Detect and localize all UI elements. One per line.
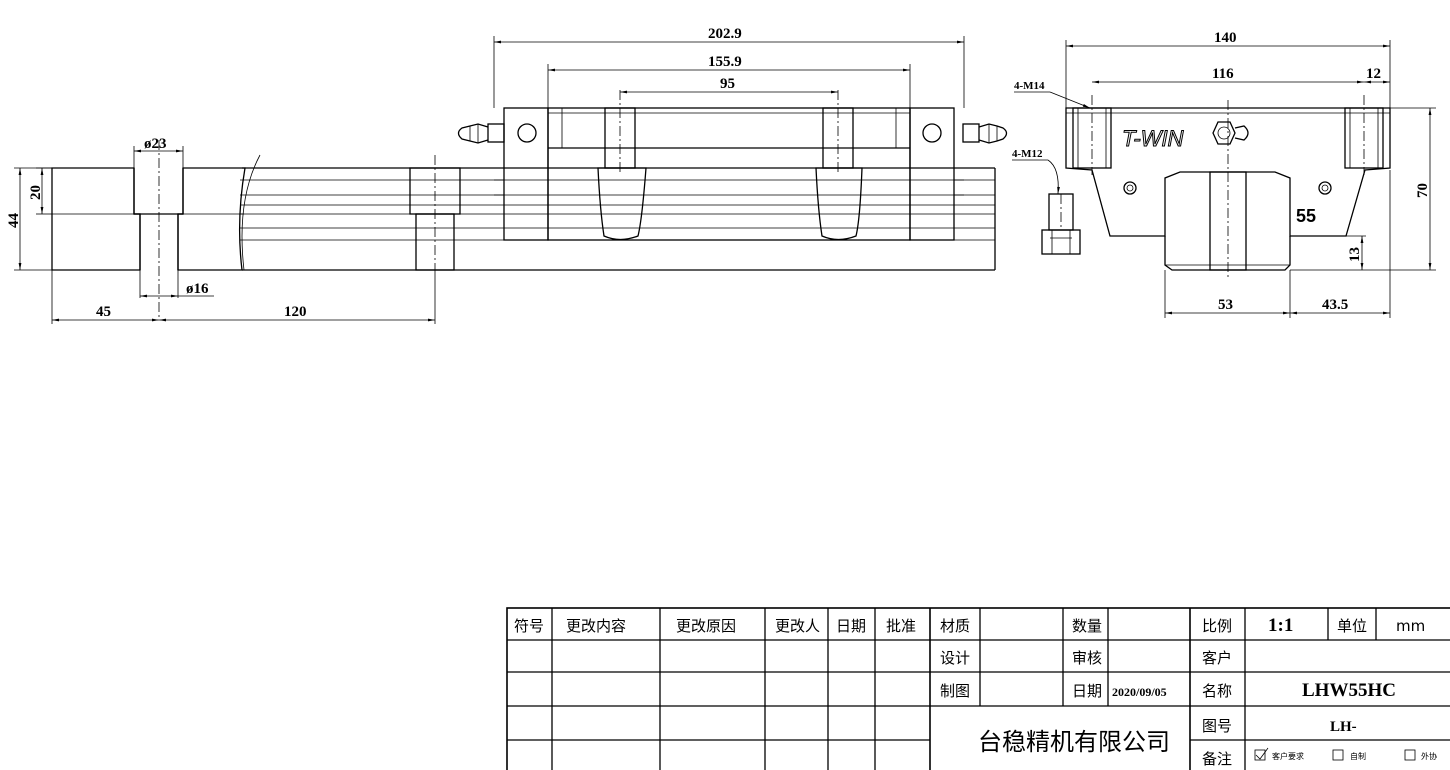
rev-header-date: 日期 bbox=[836, 617, 866, 635]
remark-opt-customer: 客户要求 bbox=[1272, 751, 1304, 761]
title-block: 符号 更改内容 更改原因 更改人 日期 批准 材质 数量 设计 审核 制图 日期… bbox=[506, 607, 1450, 770]
unit-label: 单位 bbox=[1337, 617, 1367, 635]
remark-checkbox-self bbox=[1332, 749, 1344, 761]
drawing-no-label: 图号 bbox=[1202, 717, 1232, 735]
callout-m12: 4-M12 bbox=[1012, 148, 1043, 160]
scale-label: 比例 bbox=[1202, 617, 1232, 635]
rev-header-symbol: 符号 bbox=[514, 617, 544, 635]
date-value: 2020/09/05 bbox=[1112, 685, 1167, 699]
design-label: 设计 bbox=[940, 649, 970, 667]
remark-opt-self: 自制 bbox=[1350, 751, 1366, 761]
dim-width-140: 140 bbox=[1214, 30, 1237, 46]
bolt-m12 bbox=[1041, 193, 1081, 255]
check-icon bbox=[1255, 747, 1269, 760]
dim-width-120: 120 bbox=[284, 304, 307, 320]
date-label: 日期 bbox=[1072, 682, 1102, 700]
dim-width-95: 95 bbox=[720, 76, 735, 92]
rev-header-content: 更改内容 bbox=[566, 617, 626, 635]
remark-checkbox-customer bbox=[1254, 749, 1266, 761]
draft-label: 制图 bbox=[940, 682, 970, 700]
dim-width-202-9: 202.9 bbox=[708, 26, 742, 42]
name-label: 名称 bbox=[1202, 682, 1232, 700]
carriage-end-view: T-WIN 55 4-M14 4-M12 140 116 12 bbox=[1012, 30, 1436, 318]
grease-nipple-left bbox=[457, 123, 505, 144]
company-name: 台稳精机有限公司 bbox=[978, 728, 1170, 756]
drawing-no-value: LH- bbox=[1330, 719, 1357, 735]
dim-width-43-5: 43.5 bbox=[1322, 297, 1348, 313]
dim-width-53: 53 bbox=[1218, 297, 1233, 313]
rev-header-reason: 更改原因 bbox=[676, 617, 736, 635]
dim-height-44: 44 bbox=[6, 213, 22, 229]
rev-header-person: 更改人 bbox=[775, 617, 820, 635]
remark-opt-outsource: 外协 bbox=[1421, 751, 1437, 761]
dim-height-13: 13 bbox=[1347, 247, 1363, 262]
remark-checkbox-outsource bbox=[1404, 749, 1416, 761]
dim-diameter-16: ø16 bbox=[186, 281, 209, 297]
dim-width-116: 116 bbox=[1212, 66, 1234, 82]
dim-width-12: 12 bbox=[1366, 66, 1381, 82]
rev-header-approve: 批准 bbox=[886, 617, 916, 635]
dim-height-20: 20 bbox=[28, 185, 44, 200]
name-value: LHW55HC bbox=[1302, 680, 1396, 701]
dim-diameter-23: ø23 bbox=[144, 136, 167, 152]
dim-height-70: 70 bbox=[1415, 183, 1431, 198]
remark-label: 备注 bbox=[1202, 750, 1232, 768]
rail-section-view: ø23 ø16 20 44 45 120 bbox=[6, 136, 996, 324]
review-label: 审核 bbox=[1072, 649, 1102, 667]
callout-m14: 4-M14 bbox=[1014, 80, 1045, 92]
material-label: 材质 bbox=[940, 617, 970, 635]
scale-value: 1:1 bbox=[1268, 615, 1293, 636]
dim-width-45: 45 bbox=[96, 304, 111, 320]
quantity-label: 数量 bbox=[1072, 617, 1102, 635]
dim-width-155-9: 155.9 bbox=[708, 54, 742, 70]
unit-value: mm bbox=[1396, 617, 1425, 635]
grease-nipple-right bbox=[962, 123, 1008, 144]
size-mark: 55 bbox=[1296, 206, 1316, 226]
brand-logo: T-WIN bbox=[1122, 126, 1184, 151]
customer-label: 客户 bbox=[1202, 649, 1232, 667]
carriage-side-view: 202.9 155.9 95 bbox=[457, 26, 1008, 241]
